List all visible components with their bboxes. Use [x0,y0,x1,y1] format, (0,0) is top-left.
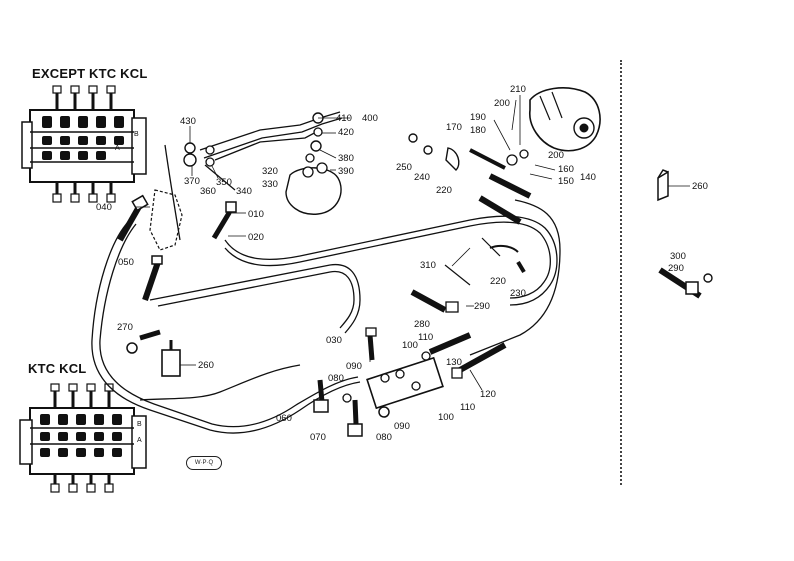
callout-310: 310 [420,260,436,271]
callout-020: 020 [248,232,264,243]
callout-360: 360 [200,186,216,197]
callout-190: 190 [470,112,486,123]
callout-280: 280 [414,319,430,330]
callout-420: 420 [338,127,354,138]
fittings [117,87,601,437]
callout-090: 090 [346,361,362,372]
callout-380: 380 [338,153,354,164]
callout-250: 250 [396,162,412,173]
callout-330: 330 [262,179,278,190]
callout-120: 120 [480,389,496,400]
port-mark-a: A [115,145,120,152]
heading-ktc-kcl: KTC KCL [28,361,87,376]
port-mark-a-ktc: A [137,437,142,444]
callout-340: 340 [236,186,252,197]
hose-lines [91,111,561,434]
heading-except-ktc-kcl: EXCEPT KTC KCL [32,66,148,81]
drawing-stamp: W·P·Q [186,456,222,470]
callout-410: 410 [336,113,352,124]
callout-170: 170 [446,122,462,133]
callout-220-b: 220 [490,276,506,287]
callout-060: 060 [276,413,292,424]
callout-400: 400 [362,113,378,124]
control-valve-except-ktc: B A [21,85,147,203]
callout-040: 040 [96,202,112,213]
callout-110-b: 110 [460,402,475,413]
port-mark-b: B [134,131,139,138]
callout-390: 390 [338,166,354,177]
callout-290-b: 290 [668,263,684,274]
callout-320: 320 [262,166,278,177]
callout-090-b: 090 [394,421,410,432]
callout-270: 270 [117,322,133,333]
callout-160: 160 [558,164,574,175]
callout-210: 210 [510,84,526,95]
callout-labels: 430 370 350 360 340 410 400 420 380 390 … [96,84,708,443]
callout-130: 130 [446,357,462,368]
control-valve-ktc: B A [19,383,147,493]
standalone-parts [657,169,713,299]
callout-050: 050 [118,257,134,268]
callout-150: 150 [558,176,574,187]
callout-030: 030 [326,335,342,346]
callout-200: 200 [494,98,510,109]
section-divider [620,60,622,485]
callout-080-b: 080 [376,432,392,443]
callout-240: 240 [414,172,430,183]
callout-430: 430 [180,116,196,127]
callout-200-b: 200 [548,150,564,161]
callout-100: 100 [402,340,418,351]
leader-lines [136,95,690,391]
callout-260-b: 260 [692,181,708,192]
callout-140: 140 [580,172,596,183]
callout-100-b: 100 [438,412,454,423]
callout-370: 370 [184,176,200,187]
callout-110: 110 [418,332,433,343]
callout-180: 180 [470,125,486,136]
callout-230: 230 [510,288,526,299]
callout-290: 290 [474,301,490,312]
port-mark-b-ktc: B [137,421,142,428]
callout-300: 300 [670,251,686,262]
callout-070: 070 [310,432,326,443]
callout-080: 080 [328,373,344,384]
callout-220: 220 [436,185,452,196]
callout-010: 010 [248,209,264,220]
callout-260: 260 [198,360,214,371]
callout-350: 350 [216,177,232,188]
